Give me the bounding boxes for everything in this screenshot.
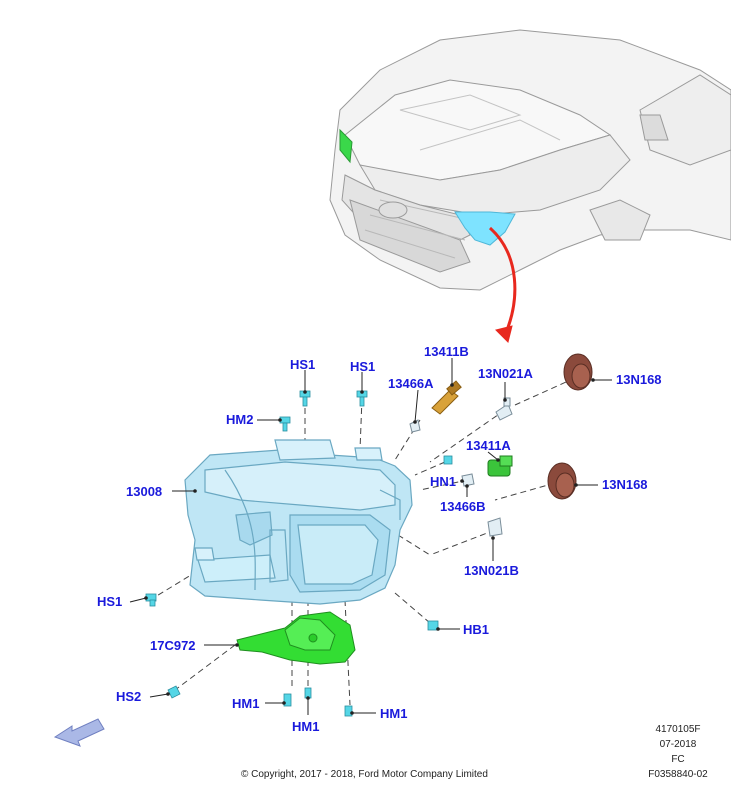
callout-hm1-right: HM1 [380, 706, 407, 721]
reference-code-2: FC [671, 754, 685, 765]
callout-hs1-top-left: HS1 [290, 357, 315, 372]
callout-13411a: 13411A [466, 438, 511, 453]
fasteners [145, 390, 453, 717]
callout-13411b: 13411B [424, 344, 469, 359]
reference-date: 07-2018 [659, 739, 697, 750]
callout-hs2: HS2 [116, 689, 141, 704]
reference-code-1: 4170105F [655, 724, 701, 735]
bolt-hb1 [427, 620, 439, 631]
reference-code-3: F0358840-02 [648, 769, 708, 780]
callout-hb1: HB1 [463, 622, 489, 637]
callout-hs1-top-right: HS1 [350, 359, 375, 374]
nut-hn1 [443, 455, 453, 465]
callout-dots [144, 378, 595, 715]
callout-13n021b: 13N021B [464, 563, 519, 578]
headlamp-assembly [184, 439, 413, 605]
screw-hm1-right [344, 705, 353, 717]
screw-hm1-left [283, 693, 292, 707]
dust-cap-upper [563, 353, 593, 391]
callout-hm1-mid: HM1 [292, 719, 319, 734]
callout-17c972: 17C972 [150, 638, 196, 653]
bulb-13411b [431, 380, 462, 415]
callout-13n168-upper: 13N168 [616, 372, 662, 387]
callout-hm2: HM2 [226, 412, 253, 427]
callout-13008: 13008 [126, 484, 162, 499]
front-direction-arrow-icon [53, 718, 105, 747]
screw-hs2 [167, 685, 181, 699]
callout-13466b: 13466B [440, 499, 486, 514]
screw-hs1-left [145, 593, 157, 607]
callout-hm1-left: HM1 [232, 696, 259, 711]
callout-hs1-left: HS1 [97, 594, 122, 609]
callout-labels: HS1 HS1 HM2 13466A 13411B 13N021A 13N168… [97, 344, 662, 734]
bulb-13466b [461, 473, 475, 487]
mounting-bracket [236, 611, 356, 665]
bulb-13n021b [487, 517, 503, 537]
bulb-13n021a [495, 397, 513, 421]
callout-13n168-lower: 13N168 [602, 477, 648, 492]
callout-hn1: HN1 [430, 474, 456, 489]
callout-13466a: 13466A [388, 376, 434, 391]
copyright-notice: © Copyright, 2017 - 2018, Ford Motor Com… [241, 769, 488, 780]
screw-hs1-top-right [356, 390, 368, 407]
bulb-socket-13411a [487, 455, 513, 477]
callout-13n021a: 13N021A [478, 366, 534, 381]
dust-cap-lower [547, 462, 577, 500]
truck-front-illustration [329, 29, 731, 343]
